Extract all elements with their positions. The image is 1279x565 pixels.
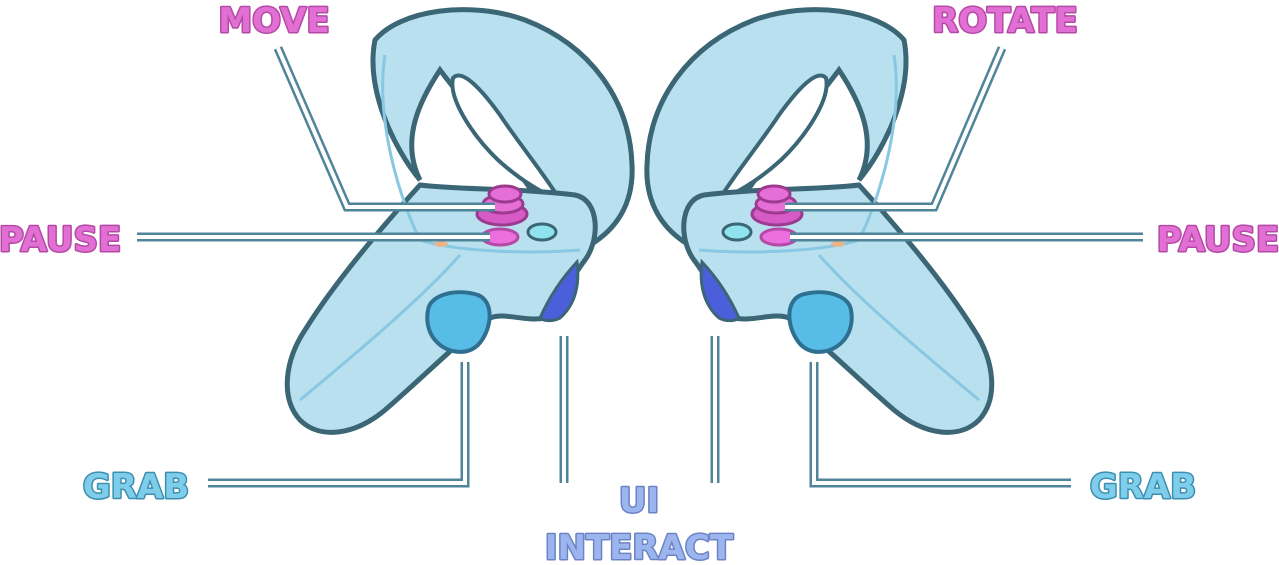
label-pause-right: PAUSE bbox=[1157, 220, 1279, 260]
leader-lines bbox=[137, 46, 1143, 488]
label-grab-left: GRAB bbox=[83, 467, 189, 507]
right-inner-line-2 bbox=[817, 254, 980, 402]
leader-rotate-inner bbox=[785, 47, 1004, 209]
right-indicator-dot bbox=[831, 241, 845, 247]
leader-move-inner bbox=[276, 47, 495, 209]
leader-grab-right-inner bbox=[812, 362, 1071, 485]
label-move: MOVE bbox=[218, 1, 329, 41]
label-grab-right: GRAB bbox=[1090, 467, 1196, 507]
right-trigger bbox=[699, 258, 741, 323]
label-pause-left: PAUSE bbox=[0, 220, 121, 260]
left-indicator-dot bbox=[434, 241, 448, 247]
label-ui-line2: INTERACT bbox=[545, 528, 734, 565]
right-face-button bbox=[721, 222, 753, 242]
label-rotate: ROTATE bbox=[932, 1, 1078, 41]
left-face-button bbox=[526, 222, 558, 242]
right-grip-button bbox=[787, 290, 854, 354]
left-grip-button bbox=[425, 290, 492, 354]
left-inner-line-2 bbox=[299, 254, 462, 402]
label-ui-line1: UI bbox=[619, 481, 659, 521]
right-controller bbox=[644, 7, 995, 435]
leader-grab-left-inner bbox=[208, 362, 467, 485]
left-trigger bbox=[538, 258, 580, 323]
left-controller bbox=[284, 7, 635, 435]
